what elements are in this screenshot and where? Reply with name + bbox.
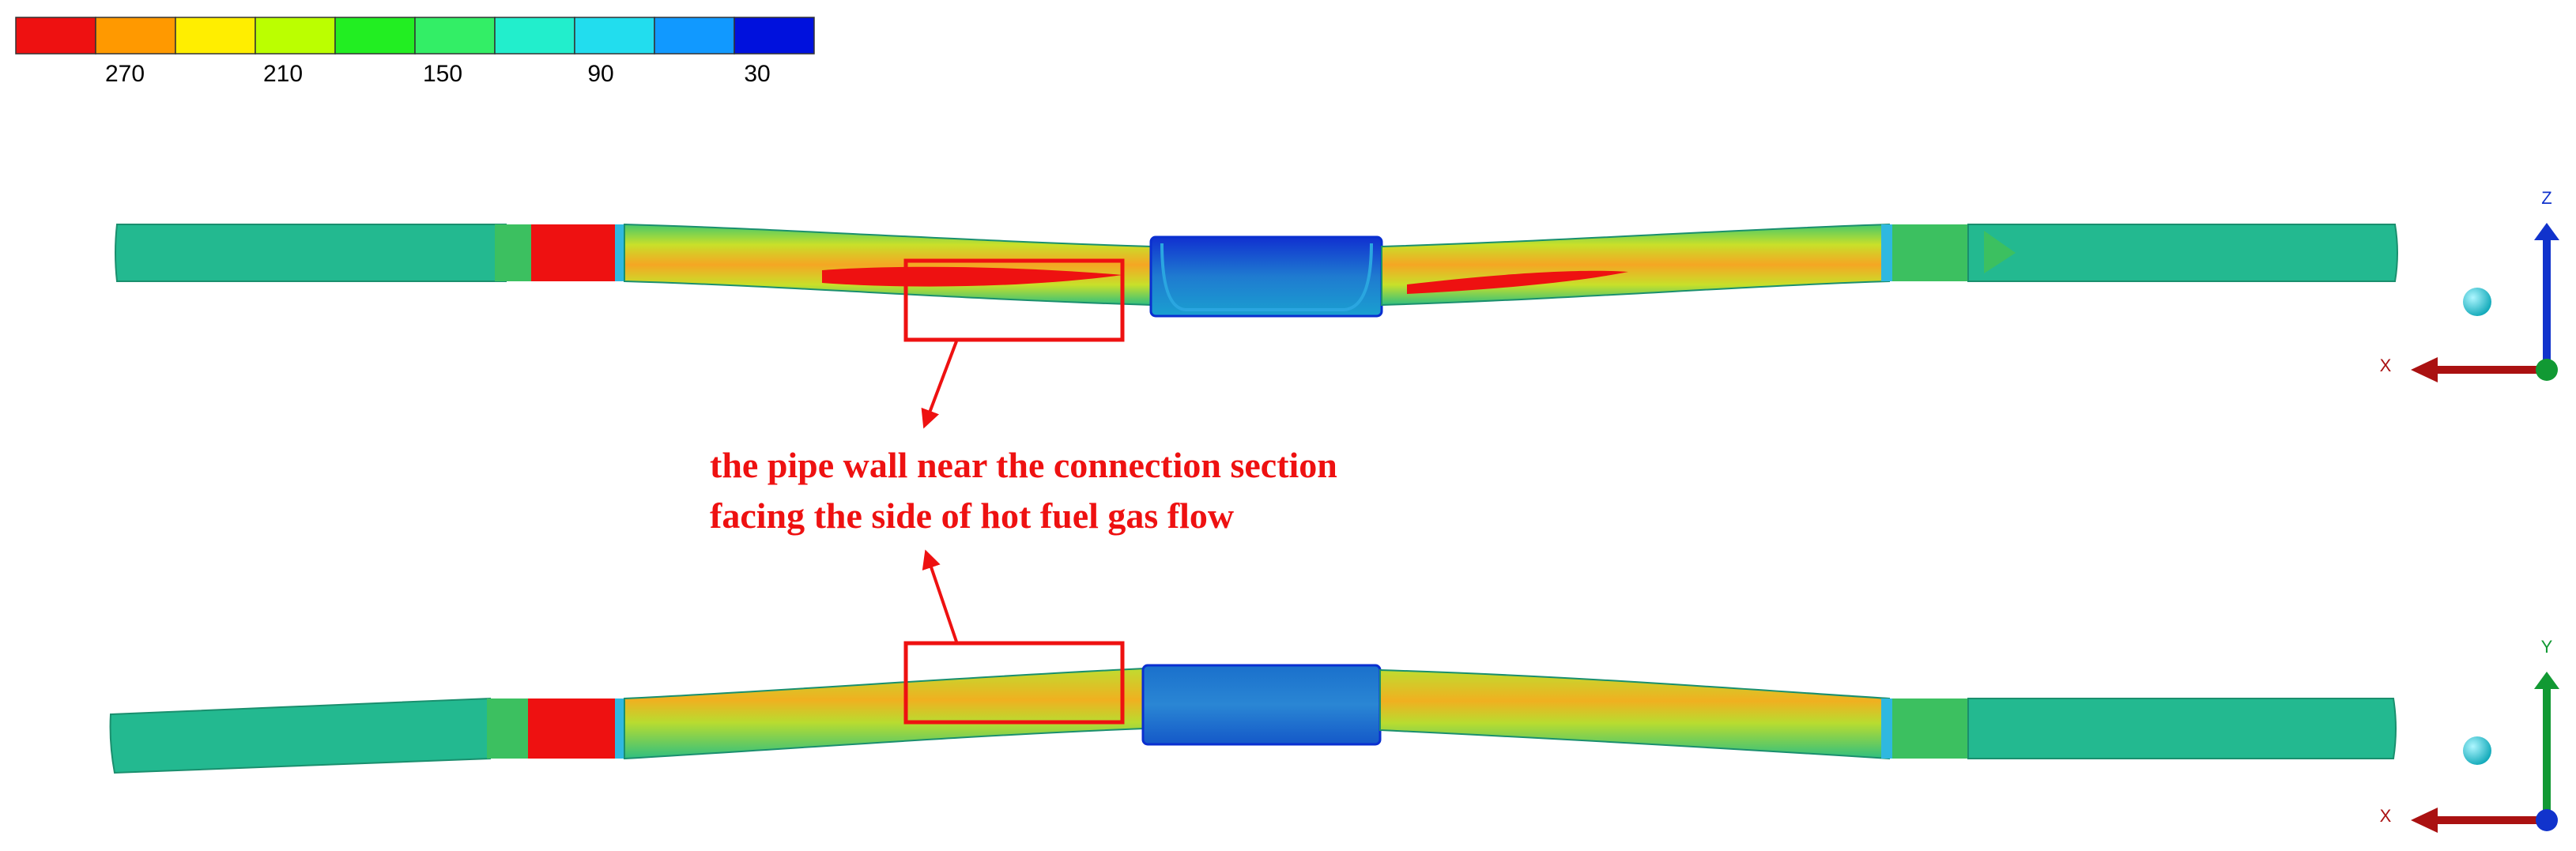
- lower-right-joint: [1892, 698, 1968, 759]
- x-axis-label-upper: X: [2380, 356, 2392, 375]
- lower-left-straight: [109, 697, 491, 774]
- lower-pipe: [109, 664, 2397, 774]
- annotation-callout: the pipe wall near the connection sectio…: [710, 258, 1337, 725]
- upper-connector: [1149, 235, 1383, 318]
- legend-swatch: [494, 17, 575, 55]
- upper-right-sag-section: [1381, 223, 1890, 307]
- color-legend: 270 210 150 90 30: [15, 17, 815, 87]
- lower-left-joint: [487, 698, 528, 759]
- legend-tick-150: 150: [423, 61, 462, 87]
- legend-swatch: [15, 17, 96, 55]
- legend-swatch: [334, 17, 416, 55]
- triad-sphere-icon-lower: [2463, 736, 2491, 765]
- upper-right-hot-streak: [1407, 270, 1628, 294]
- upper-left-sag-section: [624, 223, 1153, 307]
- x-axis-label-lower: X: [2380, 806, 2392, 826]
- triad-sphere-icon: [2463, 288, 2491, 316]
- lower-left-hot-band: [528, 698, 618, 759]
- lower-right-fall-section: [1379, 668, 1890, 760]
- upper-right-straight: [1967, 224, 2398, 282]
- legend-swatch: [654, 17, 735, 55]
- legend-swatch: [255, 17, 336, 55]
- upper-highlight-box: [903, 258, 1125, 342]
- triad-origin-icon-lower: [2536, 809, 2558, 831]
- lower-connector: [1141, 664, 1382, 746]
- triad-origin-icon: [2536, 359, 2558, 381]
- y-axis-label: Y: [2541, 637, 2553, 657]
- legend-tick-270: 270: [105, 61, 145, 87]
- upper-right-joint: [1892, 224, 1968, 281]
- legend-tick-210: 210: [263, 61, 303, 87]
- annotation-line-1: the pipe wall near the connection sectio…: [710, 445, 1337, 485]
- legend-swatch: [414, 17, 496, 55]
- legend-tick-90: 90: [587, 61, 613, 87]
- upper-left-straight: [115, 224, 507, 282]
- upper-pipe: [115, 223, 2398, 318]
- legend-swatch: [574, 17, 655, 55]
- upper-left-hot-band: [531, 224, 620, 281]
- legend-swatch: [734, 17, 815, 55]
- upper-left-hot-streak: [822, 266, 1122, 287]
- axis-triad-xz: Z X: [2380, 188, 2559, 382]
- lower-highlight-box: [903, 641, 1125, 725]
- legend-tick-30: 30: [744, 61, 770, 87]
- annotation-line-2: facing the side of hot fuel gas flow: [710, 495, 1234, 536]
- legend-swatches: [15, 17, 815, 55]
- lower-callout-arrow: [922, 549, 958, 642]
- upper-callout-arrow: [921, 341, 958, 429]
- axis-triad-xy: Y X: [2380, 637, 2559, 833]
- lower-left-rise-section: [624, 667, 1145, 760]
- legend-swatch: [175, 17, 256, 55]
- z-axis-label: Z: [2541, 188, 2551, 208]
- legend-swatch: [95, 17, 176, 55]
- legend-ticks: 270 210 150 90 30: [105, 61, 771, 87]
- lower-right-straight: [1967, 698, 2397, 759]
- upper-left-joint: [495, 224, 533, 281]
